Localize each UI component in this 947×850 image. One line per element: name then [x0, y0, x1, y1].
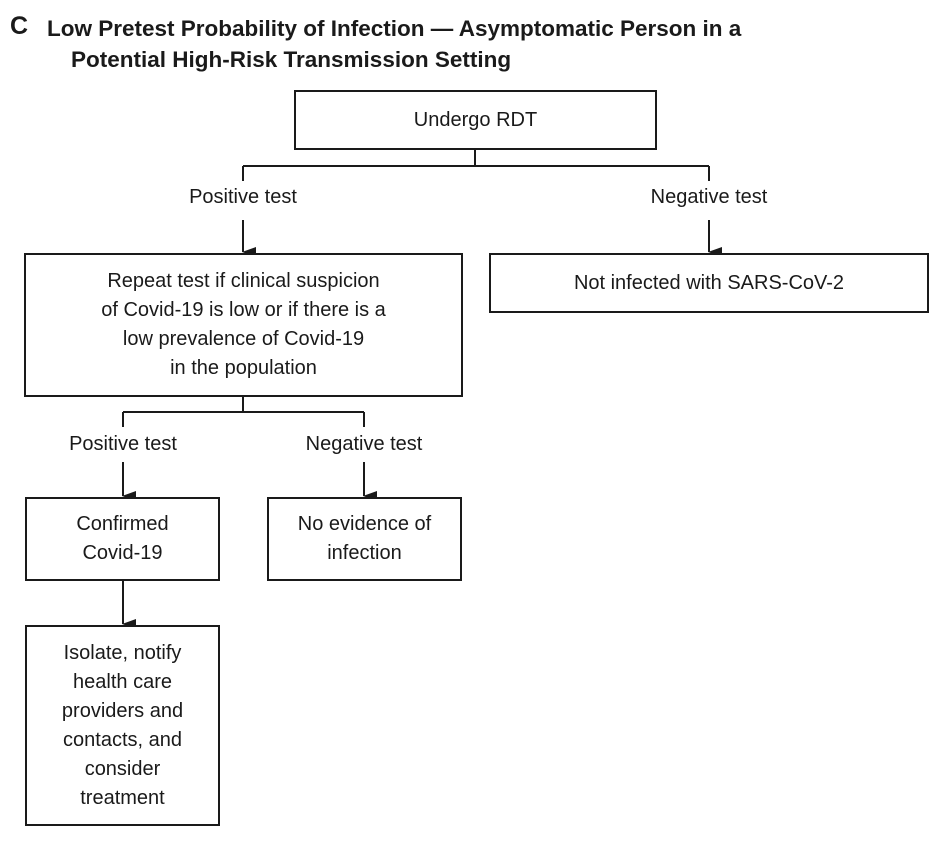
edge-label-second-positive: Positive test — [69, 433, 177, 455]
node-text: low prevalence of Covid-19 — [122, 328, 365, 350]
node-confirmed: Confirmed Covid-19 — [25, 497, 220, 581]
node-text: Repeat test if clinical suspicion — [107, 270, 380, 292]
edge-label-second-negative: Negative test — [305, 433, 423, 455]
node-text: No evidence of — [297, 513, 432, 535]
title-line-2: Potential High-Risk Transmission Setting — [71, 47, 512, 72]
node-no-evidence: No evidence of infection — [267, 497, 462, 581]
edge-label-first-negative: Negative test — [650, 186, 768, 208]
node-repeat-test: Repeat test if clinical suspicion of Cov… — [24, 253, 463, 397]
node-text: Undergo RDT — [413, 108, 538, 131]
node-isolate: Isolate, notify health care providers an… — [25, 625, 220, 826]
node-text: of Covid-19 is low or if there is a — [101, 299, 386, 321]
node-text: contacts, and — [63, 728, 182, 751]
node-text: providers and — [61, 699, 184, 722]
node-text: Not infected with SARS-CoV-2 — [573, 271, 845, 294]
node-text: infection — [327, 542, 402, 564]
node-text: Isolate, notify — [63, 641, 182, 664]
title-line-1: Low Pretest Probability of Infection — A… — [47, 16, 742, 41]
panel-label: C — [10, 12, 29, 40]
node-text: consider — [84, 757, 161, 780]
node-text: Confirmed — [76, 513, 169, 535]
figure-title: Low Pretest Probability of Infection — A… — [47, 13, 907, 75]
node-text: in the population — [170, 357, 317, 379]
node-text: treatment — [80, 786, 165, 809]
node-not-infected: Not infected with SARS-CoV-2 — [489, 253, 929, 313]
node-undergo-rdt: Undergo RDT — [294, 90, 657, 150]
edge-label-first-positive: Positive test — [189, 186, 297, 208]
node-text: Covid-19 — [82, 542, 163, 564]
node-text: health care — [73, 670, 172, 693]
